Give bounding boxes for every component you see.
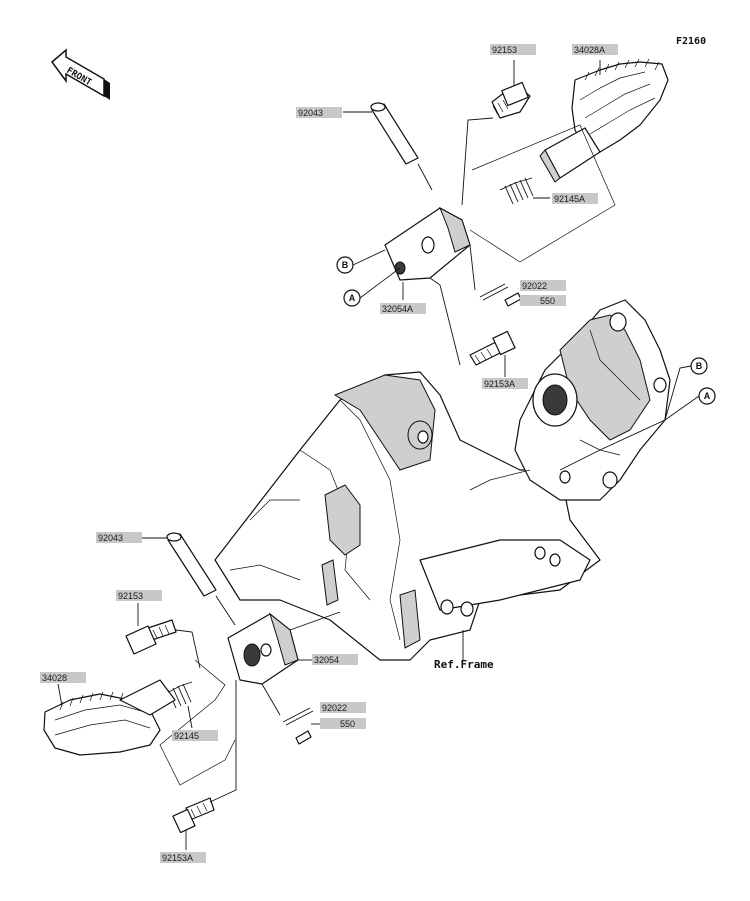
svg-text:92153: 92153 xyxy=(118,591,143,601)
callout-92043-top: 92043 xyxy=(296,107,342,118)
cotter-pin-92022-top xyxy=(479,283,509,301)
frame-part xyxy=(214,371,601,661)
svg-text:92153A: 92153A xyxy=(484,379,515,389)
bolt-92153A-bottom xyxy=(172,797,215,834)
svg-text:B: B xyxy=(696,361,703,371)
callout-92022-bottom: 92022 xyxy=(320,702,366,713)
front-arrow-icon: FRONT xyxy=(50,48,110,100)
svg-text:34028A: 34028A xyxy=(574,45,605,55)
callout-550-top: 550 xyxy=(520,295,566,306)
svg-text:92153A: 92153A xyxy=(162,853,193,863)
callout-34028A: 34028A xyxy=(572,44,618,55)
spring-92145A xyxy=(499,177,534,205)
pin-92043-bottom xyxy=(166,532,217,597)
svg-text:550: 550 xyxy=(340,719,355,729)
marker-a-right: A xyxy=(698,387,716,405)
callout-92043-bottom: 92043 xyxy=(96,532,142,543)
callout-34028: 34028 xyxy=(40,672,86,683)
svg-text:B: B xyxy=(342,260,349,270)
svg-text:32054: 32054 xyxy=(314,655,339,665)
callout-92022-top: 92022 xyxy=(520,280,566,291)
svg-text:92022: 92022 xyxy=(522,281,547,291)
marker-b-right: B xyxy=(690,357,708,375)
washer-550-top xyxy=(504,292,522,307)
bracket-32054A xyxy=(384,206,471,281)
callout-92153A-bottom: 92153A xyxy=(160,852,206,863)
svg-text:92153: 92153 xyxy=(492,45,517,55)
pin-92043-top xyxy=(370,102,419,165)
cotter-pin-92022-bottom xyxy=(282,707,314,726)
svg-text:A: A xyxy=(349,293,356,303)
callout-92153-bottom: 92153 xyxy=(116,590,162,601)
callout-92153-top: 92153 xyxy=(490,44,536,55)
washer-550-bottom xyxy=(295,730,312,745)
svg-text:92043: 92043 xyxy=(298,108,323,118)
svg-text:A: A xyxy=(704,391,711,401)
marker-b-left: B xyxy=(336,256,354,274)
callout-32054: 32054 xyxy=(312,654,358,665)
svg-text:32054A: 32054A xyxy=(382,304,413,314)
diagram-code: F2160 xyxy=(676,36,706,47)
callout-550-bottom: 550 xyxy=(320,718,366,729)
svg-text:34028: 34028 xyxy=(42,673,67,683)
marker-a-left: A xyxy=(343,289,361,307)
bolt-92153-top xyxy=(491,81,531,119)
callout-92153A-top: 92153A xyxy=(482,378,528,389)
svg-text:92145: 92145 xyxy=(174,731,199,741)
callout-92145: 92145 xyxy=(172,730,218,741)
frame-mount-part xyxy=(469,299,671,501)
ref-frame-label: Ref.Frame xyxy=(434,658,494,671)
svg-text:550: 550 xyxy=(540,296,555,306)
footpeg-34028A xyxy=(539,58,669,183)
svg-text:92145A: 92145A xyxy=(554,194,585,204)
svg-text:92022: 92022 xyxy=(322,703,347,713)
bracket-32054 xyxy=(227,612,299,685)
bolt-92153-bottom xyxy=(125,619,177,655)
bolt-92153A-top xyxy=(469,330,516,366)
svg-text:92043: 92043 xyxy=(98,533,123,543)
callout-32054A: 32054A xyxy=(380,303,426,314)
footpeg-34028 xyxy=(43,679,176,756)
callout-92145A: 92145A xyxy=(552,193,598,204)
